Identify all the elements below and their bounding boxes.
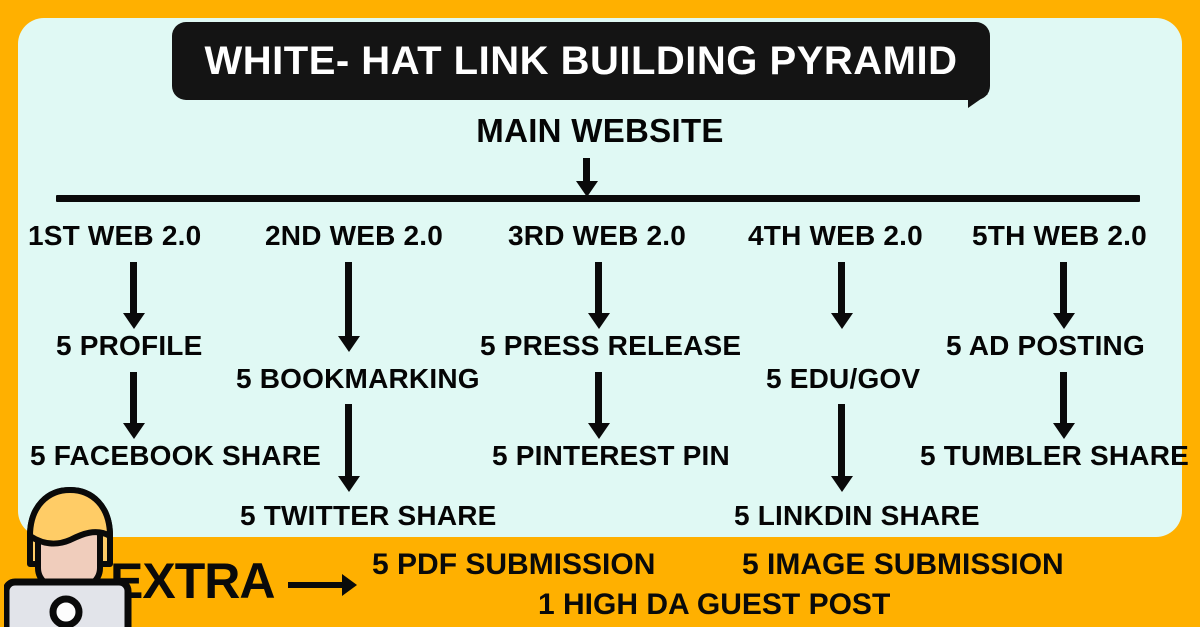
extra-item-pdf-submission: 5 PDF SUBMISSION [372,548,656,581]
branch-4-arrow-b [838,404,845,477]
branch-3-arrow-a [595,262,602,314]
branch-2-arrow-b [345,404,352,477]
branch-5-tier1-label: 5TH WEB 2.0 [972,220,1147,251]
branch-3-tier2-label: 5 PRESS RELEASE [480,330,742,361]
branch-5-arrow-a [1060,262,1067,314]
extra-strip [0,537,1200,627]
branch-3-tier3-label: 5 PINTEREST PIN [492,440,730,471]
person-with-laptop-illustration [4,487,132,627]
extra-item-guest-post: 1 HIGH DA GUEST POST [538,588,891,621]
branch-2-arrow-a [345,262,352,337]
branch-2-tier2-label: 5 BOOKMARKING [236,363,480,394]
branch-2-tier3-label: 5 TWITTER SHARE [240,500,497,531]
branch-3-arrow-b [595,372,602,424]
branch-1-tier3-label: 5 FACEBOOK SHARE [30,440,322,471]
title-bubble: WHITE- HAT LINK BUILDING PYRAMID [172,22,990,100]
root-node-label: MAIN WEBSITE [476,112,724,149]
branch-3-tier1-label: 3RD WEB 2.0 [508,220,687,251]
branch-4-tier2-label: 5 EDU/GOV [766,363,921,394]
root-to-bar-arrow [583,158,590,182]
branch-5-tier2-label: 5 AD POSTING [946,330,1145,361]
extra-item-image-submission: 5 IMAGE SUBMISSION [742,548,1064,581]
branch-4-tier1-label: 4TH WEB 2.0 [748,220,923,251]
branch-4-tier3-label: 5 LINKDIN SHARE [734,500,980,531]
branch-5-arrow-b [1060,372,1067,424]
branch-2-tier1-label: 2ND WEB 2.0 [265,220,444,251]
branch-5-tier3-label: 5 TUMBLER SHARE [920,440,1190,471]
page-title: WHITE- HAT LINK BUILDING PYRAMID [204,38,958,83]
extra-label: EXTRA [110,553,275,609]
branch-1-tier1-label: 1ST WEB 2.0 [28,220,202,251]
distribution-bar [56,195,1140,202]
branch-4-arrow-a [838,262,845,314]
branch-1-tier2-label: 5 PROFILE [56,330,203,361]
branch-1-arrow-a [130,262,137,314]
extra-arrow-icon [288,582,344,588]
branch-1-arrow-b [130,372,137,424]
